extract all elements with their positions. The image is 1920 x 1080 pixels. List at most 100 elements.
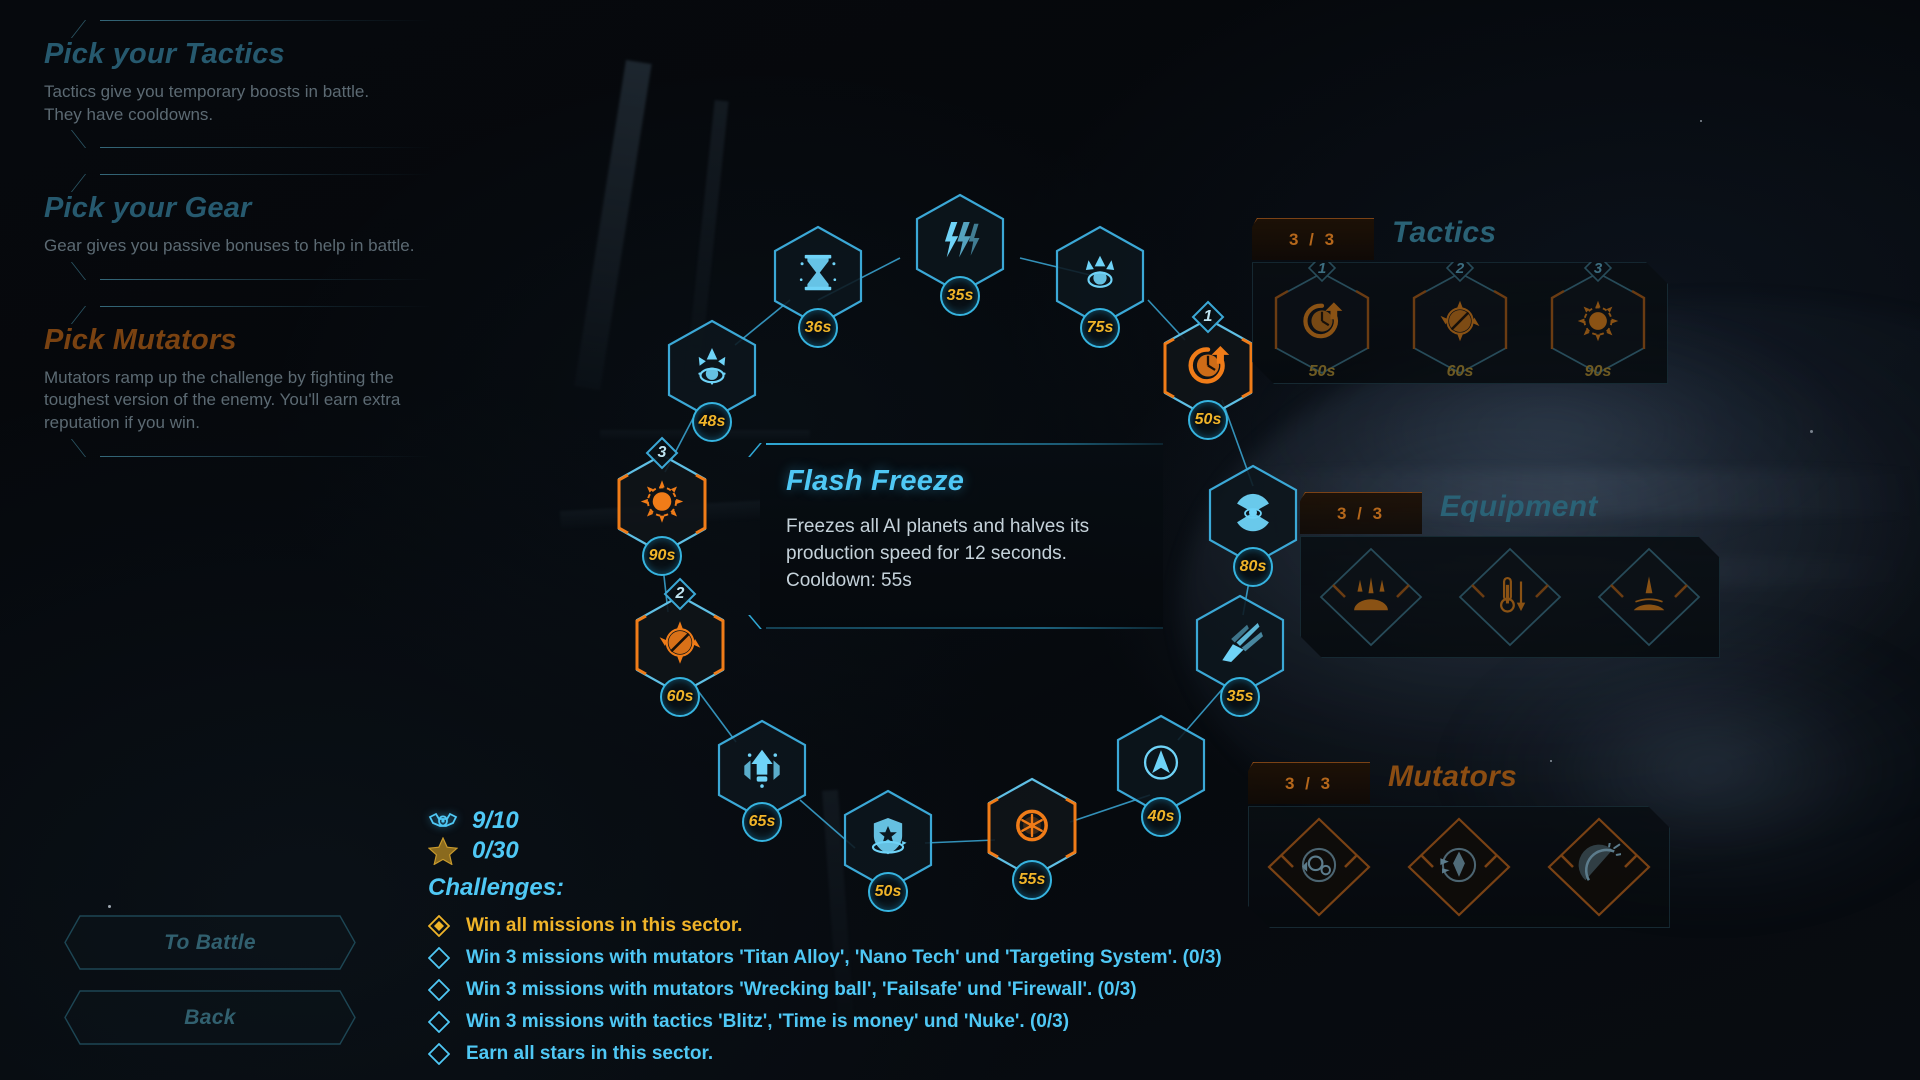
ship-hull-left-2 bbox=[685, 100, 729, 380]
ability-node-navigate[interactable]: 40s bbox=[1115, 714, 1207, 837]
cooldown-value: 35s bbox=[946, 287, 974, 304]
node-hex-frame bbox=[773, 225, 863, 327]
ability-node-sunburst[interactable]: 3 90s bbox=[616, 436, 708, 576]
challenges-list: Win all missions in this sector. Win 3 m… bbox=[428, 910, 1428, 1070]
tooltip-corner bbox=[748, 615, 780, 629]
node-slot-number: 2 bbox=[663, 577, 697, 611]
loadout-slot[interactable] bbox=[1311, 541, 1431, 653]
cooldown-value: 90s bbox=[648, 547, 676, 564]
loadout-slot[interactable] bbox=[1259, 811, 1379, 923]
sidebar-card-body: Tactics give you temporary boosts in bat… bbox=[44, 82, 370, 124]
ability-icon bbox=[639, 479, 685, 530]
badge-corner bbox=[1248, 762, 1276, 778]
node-hex-frame bbox=[1208, 464, 1298, 566]
cooldown-circle bbox=[1188, 400, 1228, 440]
panel-slots: 1 50s 2 60s bbox=[1252, 262, 1668, 384]
node-slot-number: 1 bbox=[1191, 300, 1225, 334]
challenge-row: Win 3 missions with mutators 'Titan Allo… bbox=[428, 942, 1428, 974]
tooltip-corner bbox=[748, 443, 780, 457]
cooldown-value: 60s bbox=[666, 688, 694, 705]
slot-icon bbox=[1577, 843, 1621, 892]
back-label: Back bbox=[184, 1005, 236, 1029]
panel-header: 3 / 3 Mutators bbox=[1248, 760, 1670, 806]
challenge-row: Win 3 missions with mutators 'Wrecking b… bbox=[428, 974, 1428, 1006]
panel-header: 3 / 3 Tactics bbox=[1252, 216, 1668, 262]
sidebar-card-title: Pick your Tactics bbox=[44, 38, 285, 70]
sidebar: Pick your Tactics Tactics give you tempo… bbox=[0, 20, 432, 457]
cooldown-circle bbox=[940, 276, 980, 316]
challenge-text: Win 3 missions with mutators 'Titan Allo… bbox=[466, 947, 1222, 968]
panel-title: Tactics bbox=[1392, 216, 1497, 249]
ability-icon bbox=[937, 219, 983, 270]
medal-icon bbox=[428, 812, 458, 827]
cooldown-circle bbox=[1220, 677, 1260, 717]
ability-node-planet-arrows-down[interactable]: 75s bbox=[1054, 225, 1146, 348]
loadout-slot[interactable]: 2 60s bbox=[1400, 267, 1520, 379]
ability-node-meteor[interactable]: 35s bbox=[1194, 594, 1286, 717]
ability-node-clock-boost[interactable]: 1 50s bbox=[1162, 300, 1254, 440]
panel-slots bbox=[1300, 536, 1720, 658]
loadout-slot[interactable]: 1 50s bbox=[1262, 267, 1382, 379]
node-cooldown: 35s bbox=[938, 276, 982, 316]
cooldown-circle bbox=[1080, 308, 1120, 348]
slot-icon bbox=[1438, 299, 1482, 348]
ability-icon bbox=[1230, 490, 1276, 541]
slot-cooldown: 60s bbox=[1446, 363, 1474, 380]
cooldown-circle bbox=[660, 677, 700, 717]
ability-node-planet-arrows-up[interactable]: 48s bbox=[666, 319, 758, 442]
challenge-row: Earn all stars in this sector. bbox=[428, 1038, 1428, 1070]
ability-node-emp-compass[interactable]: 2 60s bbox=[634, 577, 726, 717]
node-cooldown: 90s bbox=[640, 536, 684, 576]
node-slot-number: 3 bbox=[645, 436, 679, 470]
tactics-panel: 3 / 3 Tactics 1 50s bbox=[1252, 216, 1668, 384]
challenge-diamond-icon bbox=[428, 979, 450, 1001]
star-count: 0/30 bbox=[472, 837, 519, 864]
slot-icon bbox=[1576, 299, 1620, 348]
equipment-panel: 3 / 3 Equipment bbox=[1300, 490, 1720, 658]
slot-diamond-frame bbox=[1539, 811, 1659, 923]
ability-node-hourglass[interactable]: 36s bbox=[772, 225, 864, 348]
button-outline bbox=[64, 990, 356, 1045]
medal-count: 9/10 bbox=[472, 807, 519, 834]
cooldown-circle bbox=[692, 402, 732, 442]
ability-node-radiation[interactable]: 80s bbox=[1207, 464, 1299, 587]
panel-count-value: 3 / 3 bbox=[1284, 773, 1334, 793]
star-icon bbox=[428, 837, 458, 865]
card-corner-clip bbox=[70, 438, 116, 457]
slot-icon bbox=[1349, 573, 1393, 622]
panel-header: 3 / 3 Equipment bbox=[1300, 490, 1720, 536]
slot-cooldown: 90s bbox=[1584, 363, 1612, 380]
cooldown-circle bbox=[798, 308, 838, 348]
ability-icon bbox=[1077, 251, 1123, 302]
ability-icon bbox=[689, 345, 735, 396]
cooldown-value: 36s bbox=[804, 319, 832, 336]
card-corner-clip bbox=[70, 261, 116, 280]
challenge-text: Win all missions in this sector. bbox=[466, 915, 743, 936]
back-button[interactable]: Back bbox=[64, 990, 356, 1045]
ability-tooltip: Flash Freeze Freezes all AI planets and … bbox=[748, 443, 1163, 629]
challenge-diamond-icon bbox=[428, 915, 450, 937]
ability-icon bbox=[1217, 620, 1263, 671]
ability-node-lightning-triple[interactable]: 35s bbox=[914, 193, 1006, 316]
badge-corner bbox=[1252, 218, 1280, 234]
loadout-slot[interactable] bbox=[1399, 811, 1519, 923]
challenge-diamond-icon bbox=[428, 947, 450, 969]
slot-diamond bbox=[645, 436, 679, 470]
node-cooldown: 35s bbox=[1218, 677, 1262, 717]
badge-corner bbox=[1300, 492, 1328, 508]
slot-diamond bbox=[663, 577, 697, 611]
ability-icon bbox=[1185, 343, 1231, 394]
loadout-slot[interactable] bbox=[1450, 541, 1570, 653]
challenge-text: Win 3 missions with mutators 'Wrecking b… bbox=[466, 979, 1137, 1000]
loadout-slot[interactable] bbox=[1589, 541, 1709, 653]
sidebar-card-title: Pick Mutators bbox=[44, 323, 237, 356]
slot-icon bbox=[1297, 843, 1341, 892]
node-cooldown: 60s bbox=[658, 677, 702, 717]
to-battle-button[interactable]: To Battle bbox=[64, 915, 356, 970]
loadout-slot[interactable]: 3 90s bbox=[1538, 267, 1658, 379]
challenge-text: Earn all stars in this sector. bbox=[466, 1043, 714, 1064]
sidebar-card-title: Pick your Gear bbox=[44, 192, 252, 225]
cooldown-circle bbox=[1233, 547, 1273, 587]
loadout-slot[interactable] bbox=[1539, 811, 1659, 923]
challenge-diamond-icon bbox=[428, 1043, 450, 1065]
